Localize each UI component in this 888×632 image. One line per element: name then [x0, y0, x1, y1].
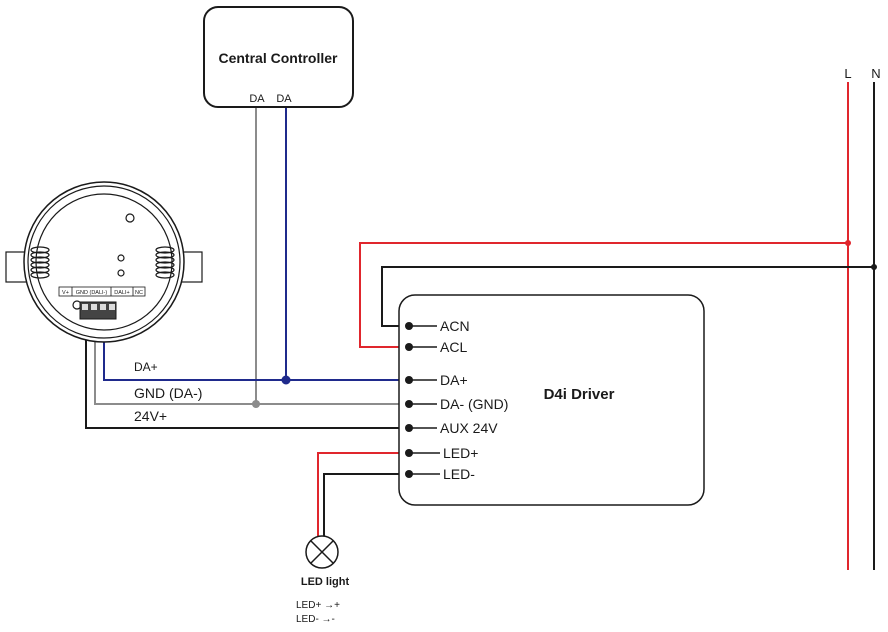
sensor-terminal-dali-plus: DALI+: [114, 290, 129, 296]
d4i-driver: D4i Driver ACN ACL DA+ DA- (GND) AUX 24V…: [398, 294, 705, 506]
driver-terminals: [405, 322, 440, 478]
driver-label-acl: ACL: [440, 339, 467, 355]
led-light-label: LED light: [301, 576, 350, 588]
wire-label-gnd: GND (DA-): [134, 385, 202, 401]
driver-label-acn: ACN: [440, 318, 470, 334]
driver-label-aux: AUX 24V: [440, 420, 498, 436]
controller-port-1: DA: [249, 93, 265, 105]
central-controller: Central Controller DA DA: [203, 6, 354, 108]
led-minus-wire: [323, 473, 409, 537]
mains-n-label: N: [871, 66, 880, 81]
sensor-terminal-nc: NC: [135, 290, 143, 296]
sensor-terminal-block: [79, 301, 117, 320]
acl-wire: [359, 242, 848, 348]
led-legend-minus: LED- →-: [296, 614, 335, 625]
wire-label-da-plus: DA+: [134, 360, 158, 374]
junction-da-blue: [281, 375, 291, 385]
sensor-24v-wire: [85, 318, 409, 429]
sensor-gnd-wire: [94, 318, 409, 405]
sensor-spring-left: [30, 246, 50, 279]
driver-label-led-plus: LED+: [443, 445, 478, 461]
junction-da-gray: [252, 400, 260, 408]
sensor-spring-right: [155, 246, 175, 279]
sensor-terminal-strip: [58, 286, 146, 297]
sensor-terminal-gnd: GND (DALI-): [76, 290, 108, 296]
sensor-screw-hole: [125, 213, 135, 223]
led-light: LED light LED+ →+ LED- →-: [296, 535, 350, 625]
junction-n: [871, 264, 877, 270]
controller-title: Central Controller: [218, 50, 338, 66]
controller-port-2: DA: [276, 93, 292, 105]
wire-label-24v: 24V+: [134, 408, 167, 424]
driver-label-da-minus: DA- (GND): [440, 396, 508, 412]
driver-label-led-minus: LED-: [443, 466, 475, 482]
sensor: [5, 181, 203, 343]
led-legend-plus: LED+ →+: [296, 600, 340, 611]
sensor-outer-ring: [23, 181, 185, 343]
sensor-terminal-v-plus: V+: [62, 290, 69, 296]
acn-wire: [381, 266, 874, 327]
led-plus-wire: [317, 452, 409, 537]
driver-label-da-plus: DA+: [440, 372, 468, 388]
mains-l-label: L: [844, 66, 851, 81]
driver-title: D4i Driver: [544, 386, 615, 403]
junction-l: [845, 240, 851, 246]
